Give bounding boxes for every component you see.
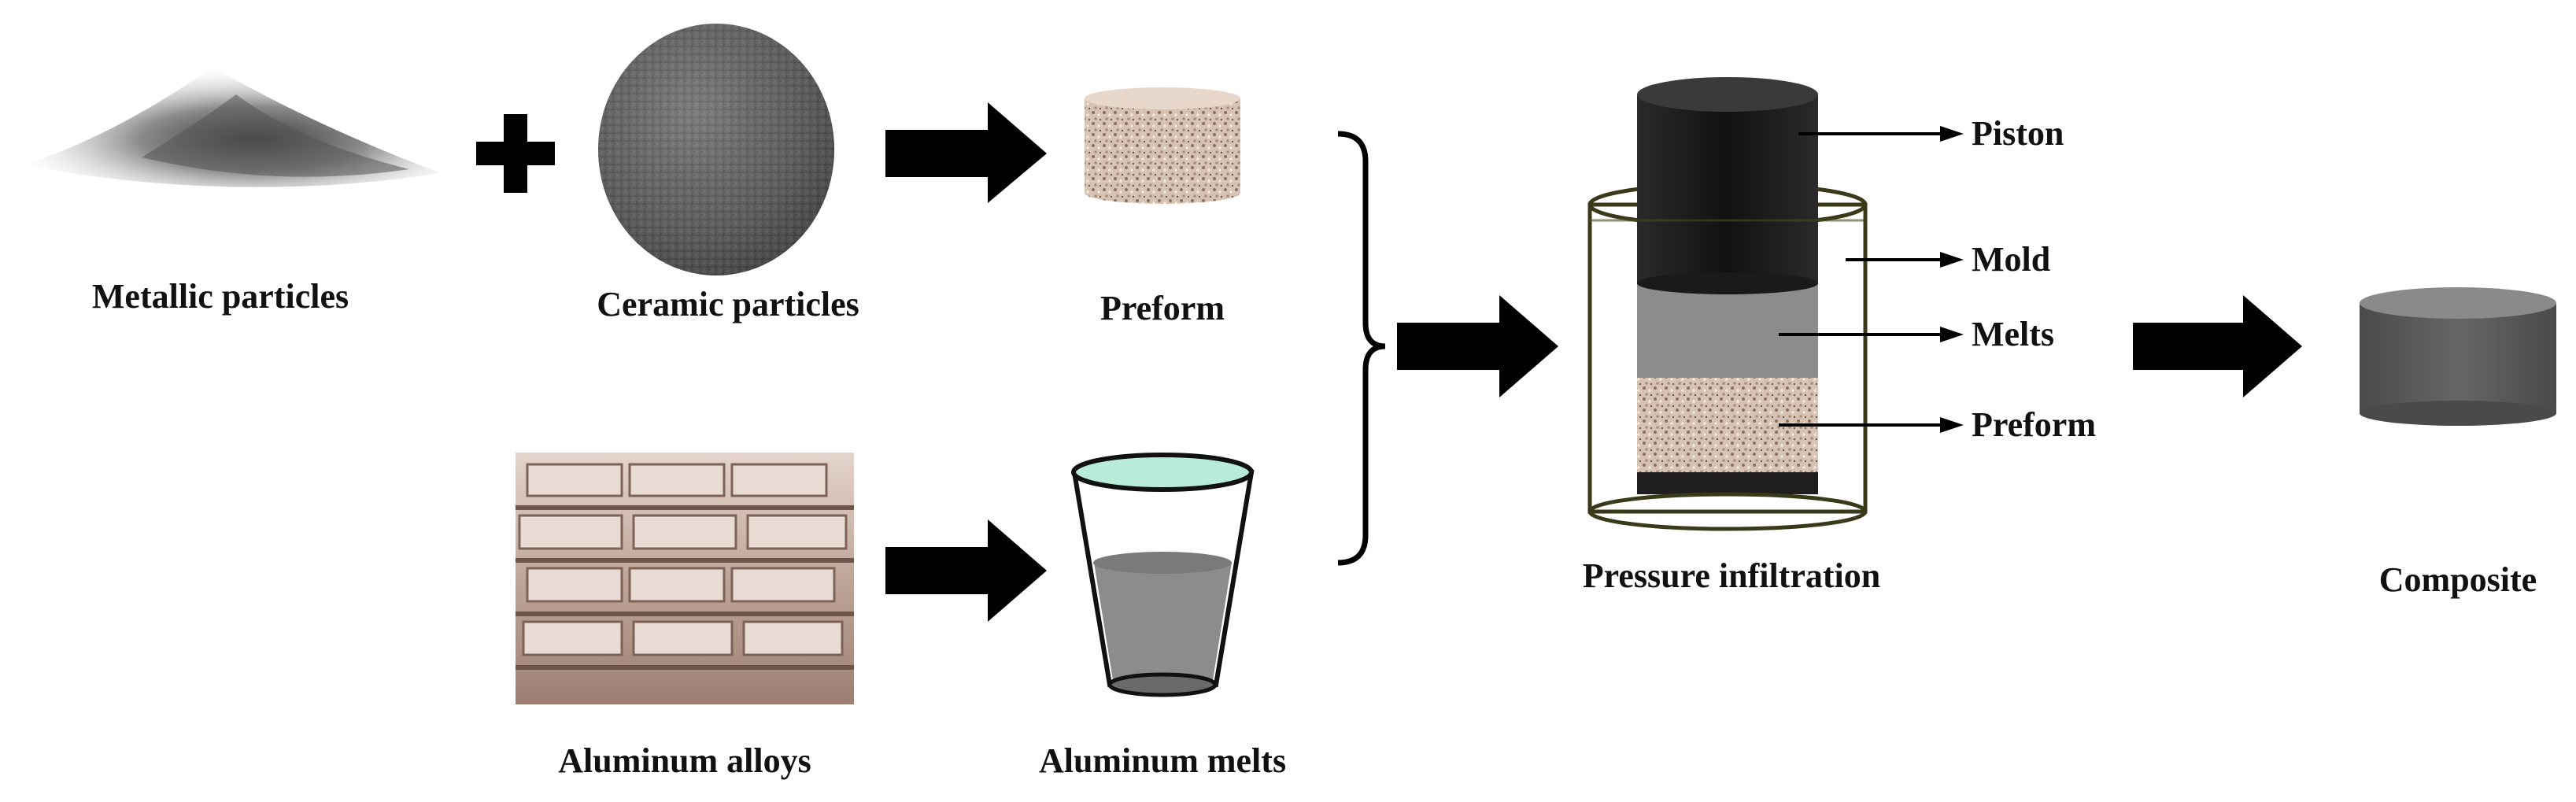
label-composite: Composite [2378, 560, 2537, 599]
arrow-to-preform [885, 102, 1047, 203]
arrow-to-melts [885, 519, 1047, 622]
arrow-to-infiltration [1397, 295, 1558, 397]
merge-bracket [1337, 131, 1386, 566]
arrow-to-composite [2133, 295, 2302, 397]
label-aluminum-alloys: Aluminum alloys [558, 741, 811, 780]
label-aluminum-melts: Aluminum melts [1038, 741, 1287, 780]
plus-icon [476, 114, 555, 193]
callout-melts: Melts [1972, 315, 2055, 353]
preform-image [1085, 87, 1240, 204]
aluminum-alloys-image [516, 453, 854, 704]
label-ceramic-particles: Ceramic particles [597, 285, 859, 323]
callout-preform: Preform [1972, 405, 2096, 444]
callout-piston: Piston [1972, 114, 2064, 153]
callout-arrows [1779, 126, 1964, 433]
label-pressure-infiltration: Pressure infiltration [1582, 556, 1881, 595]
composite-image [2360, 287, 2556, 426]
pressure-infiltration-image [1587, 77, 1868, 531]
label-metallic-particles: Metallic particles [91, 277, 349, 316]
callout-mold: Mold [1972, 240, 2051, 279]
metallic-particles-image [24, 67, 441, 187]
label-preform: Preform [1100, 289, 1225, 327]
ceramic-particles-image [598, 24, 834, 275]
aluminum-melts-image [1071, 453, 1255, 697]
